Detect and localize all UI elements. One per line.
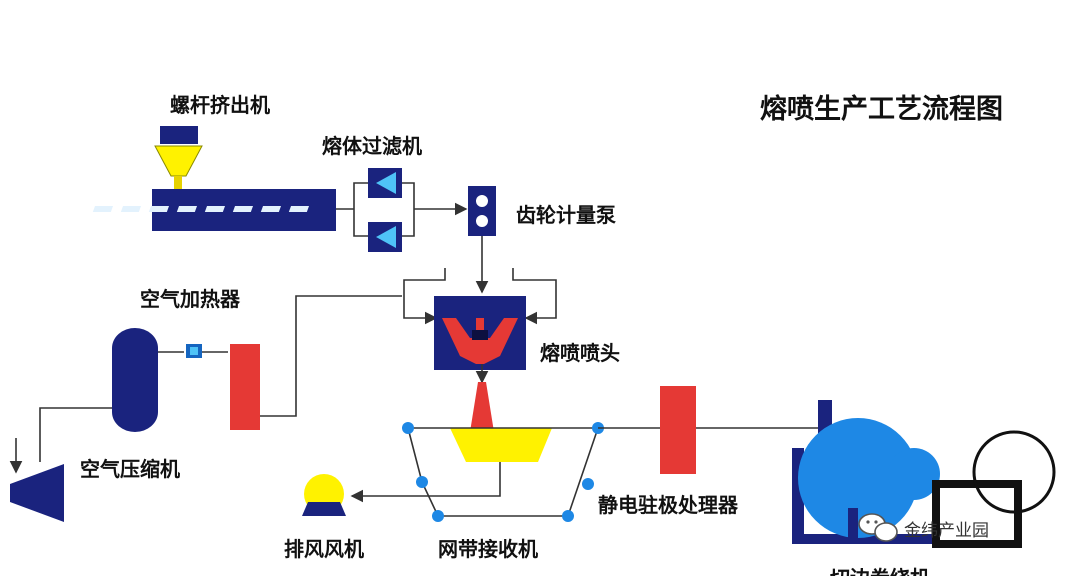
melt-filter (336, 168, 468, 252)
electret-treater (660, 386, 696, 474)
label-exhaust-fan: 排风风机 (284, 537, 364, 561)
air-heater (230, 295, 402, 430)
gear-pump (468, 186, 496, 294)
air-tank (112, 328, 184, 432)
label-air-heater: 空气加热器 (140, 287, 241, 311)
label-belt-receiver: 网带接收机 (438, 537, 538, 561)
label-melt-filter: 熔体过滤机 (322, 134, 422, 158)
melt-blown-die-head (403, 268, 557, 384)
label-winder: 切边卷绕机 (830, 566, 930, 576)
slitter-winder (792, 400, 1056, 548)
air-compressor (9, 407, 112, 522)
label-die-head: 熔喷喷头 (540, 341, 620, 365)
air-filter (186, 344, 228, 358)
label-electret: 静电驻极处理器 (598, 493, 739, 517)
watermark-text: 金纬产业园 (904, 521, 989, 541)
belt-receiver (350, 382, 820, 522)
exhaust-fan (302, 474, 346, 516)
label-extruder: 螺杆挤出机 (170, 93, 270, 117)
wechat-icon (858, 513, 898, 542)
label-gear-pump: 齿轮计量泵 (516, 203, 616, 227)
label-air-compressor: 空气压缩机 (80, 457, 180, 481)
diagram-title: 熔喷生产工艺流程图 (760, 93, 1003, 125)
screw-extruder (92, 126, 336, 231)
watermark: 金纬产业园 (858, 513, 989, 542)
